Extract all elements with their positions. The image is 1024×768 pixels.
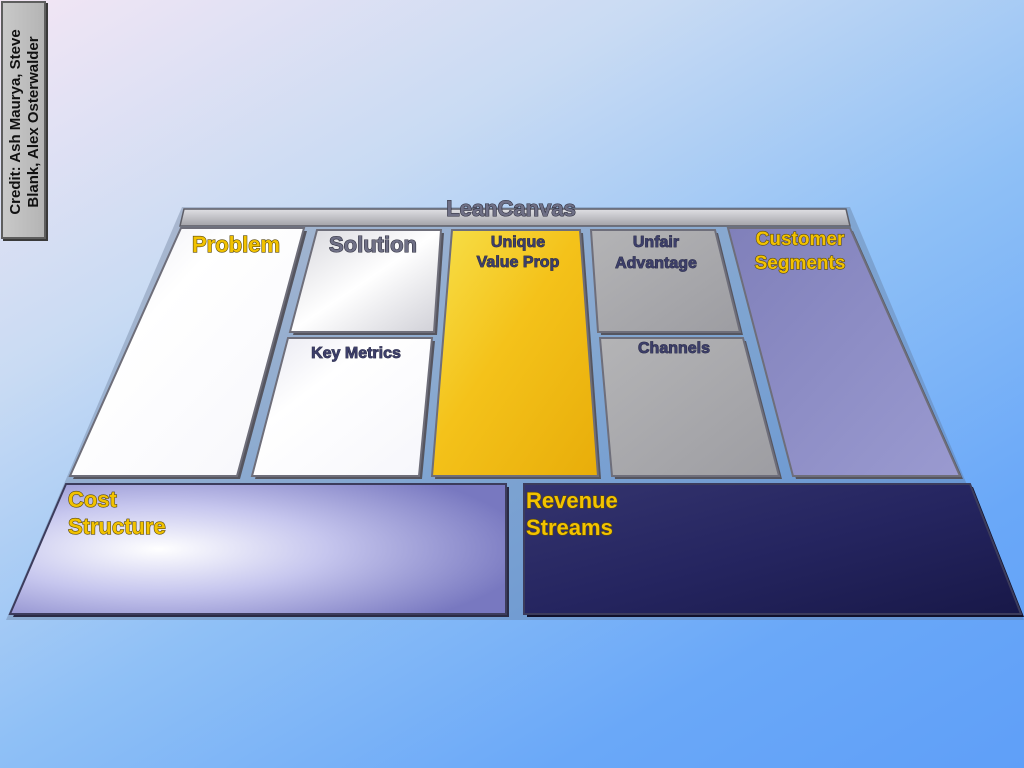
label-problem: Problem: [192, 232, 280, 257]
block-cost-structure[interactable]: [8, 483, 509, 617]
label-channels: Channels: [638, 340, 710, 357]
label-unfair-advantage-line1: Unfair: [633, 234, 679, 251]
block-solution[interactable]: [288, 229, 444, 335]
label-customer-segments-line1: Customer: [756, 229, 845, 250]
block-revenue-streams[interactable]: [523, 483, 1024, 617]
label-unique-value-prop-line2: Value Prop: [477, 254, 560, 271]
title-bar: [179, 208, 851, 227]
label-revenue-streams-line1: Revenue: [526, 488, 618, 513]
block-customer-segments[interactable]: [726, 227, 963, 479]
block-channels[interactable]: [598, 337, 782, 479]
label-unique-value-prop-line1: Unique: [491, 234, 545, 251]
block-unfair-advantage[interactable]: [589, 229, 743, 335]
canvas-title: LeanCanvas: [446, 196, 576, 221]
credit-box: Credit: Ash Maurya, Steve Blank, Alex Os…: [1, 1, 46, 239]
label-key-metrics: Key Metrics: [311, 345, 401, 362]
label-unfair-advantage-line2: Advantage: [615, 255, 697, 272]
label-solution: Solution: [329, 232, 417, 257]
label-revenue-streams-line2: Streams: [526, 515, 613, 540]
label-cost-structure-line1: Cost: [68, 487, 118, 512]
block-unique-value-prop[interactable]: [430, 229, 601, 479]
label-customer-segments-line2: Segments: [755, 253, 846, 274]
block-key-metrics[interactable]: [250, 337, 435, 479]
block-problem[interactable]: [68, 227, 307, 479]
label-cost-structure-line2: Structure: [68, 514, 166, 539]
credit-text: Credit: Ash Maurya, Steve Blank, Alex Os…: [7, 29, 42, 215]
